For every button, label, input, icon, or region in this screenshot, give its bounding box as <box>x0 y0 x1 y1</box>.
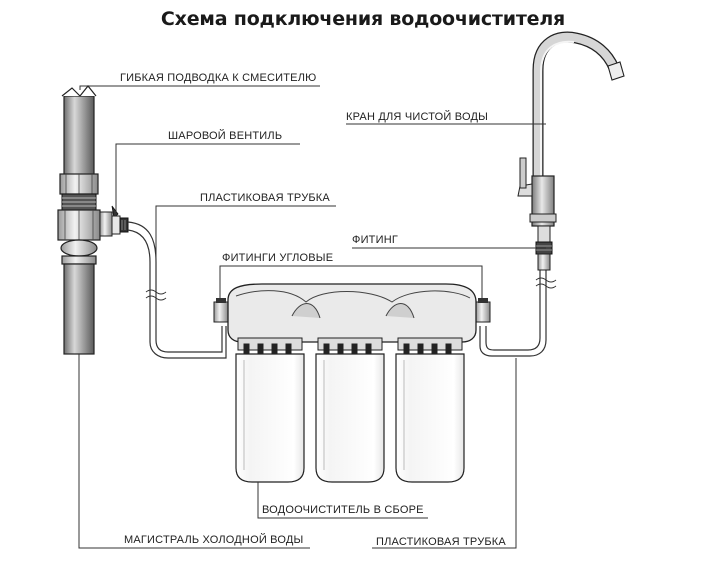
leader-flex-hose <box>79 85 320 90</box>
label-fitting: ФИТИНГ <box>352 234 398 246</box>
water-purifier-assembly <box>227 283 477 483</box>
leader-ball-valve <box>115 143 300 216</box>
leader-plastic-tube-top <box>155 205 336 262</box>
tube-break-right <box>535 277 557 289</box>
label-plastic-tube-bottom: ПЛАСТИКОВАЯ ТРУБКА <box>376 536 506 548</box>
label-plastic-tube-top: ПЛАСТИКОВАЯ ТРУБКА <box>200 192 330 204</box>
ball-valve <box>99 205 129 237</box>
tube-break-left <box>145 289 167 301</box>
filter-housing-1 <box>235 337 305 483</box>
leader-cold-water-main <box>78 354 310 549</box>
filter-housing-3 <box>395 337 465 483</box>
angle-fitting-right <box>475 298 491 323</box>
leader-lines <box>78 85 546 549</box>
leader-angle-fittings <box>219 265 483 302</box>
label-ball-valve: ШАРОВОЙ ВЕНТИЛЬ <box>168 129 282 142</box>
leader-purifier <box>257 482 428 519</box>
faucet-fitting <box>535 225 553 271</box>
filter-housing-2 <box>315 337 385 483</box>
label-angle-fittings: ФИТИНГИ УГЛОВЫЕ <box>222 252 333 264</box>
label-cold-water-main: МАГИСТРАЛЬ ХОЛОДНОЙ ВОДЫ <box>124 533 303 546</box>
label-flex-hose: ГИБКАЯ ПОДВОДКА К СМЕСИТЕЛЮ <box>120 72 316 84</box>
leader-plastic-tube-bottom <box>372 358 517 549</box>
clean-water-faucet <box>517 31 625 227</box>
label-clean-water-tap: КРАН ДЛЯ ЧИСТОЙ ВОДЫ <box>346 110 488 123</box>
label-purifier-assembly: ВОДООЧИСТИТЕЛЬ В СБОРЕ <box>262 504 424 516</box>
plastic-tube-left <box>127 221 227 359</box>
plastic-tube-right <box>479 270 547 357</box>
diagram-title: Схема подключения водоочистителя <box>160 8 566 30</box>
cold-water-main-pipe <box>57 85 101 355</box>
angle-fitting-left <box>213 298 229 323</box>
